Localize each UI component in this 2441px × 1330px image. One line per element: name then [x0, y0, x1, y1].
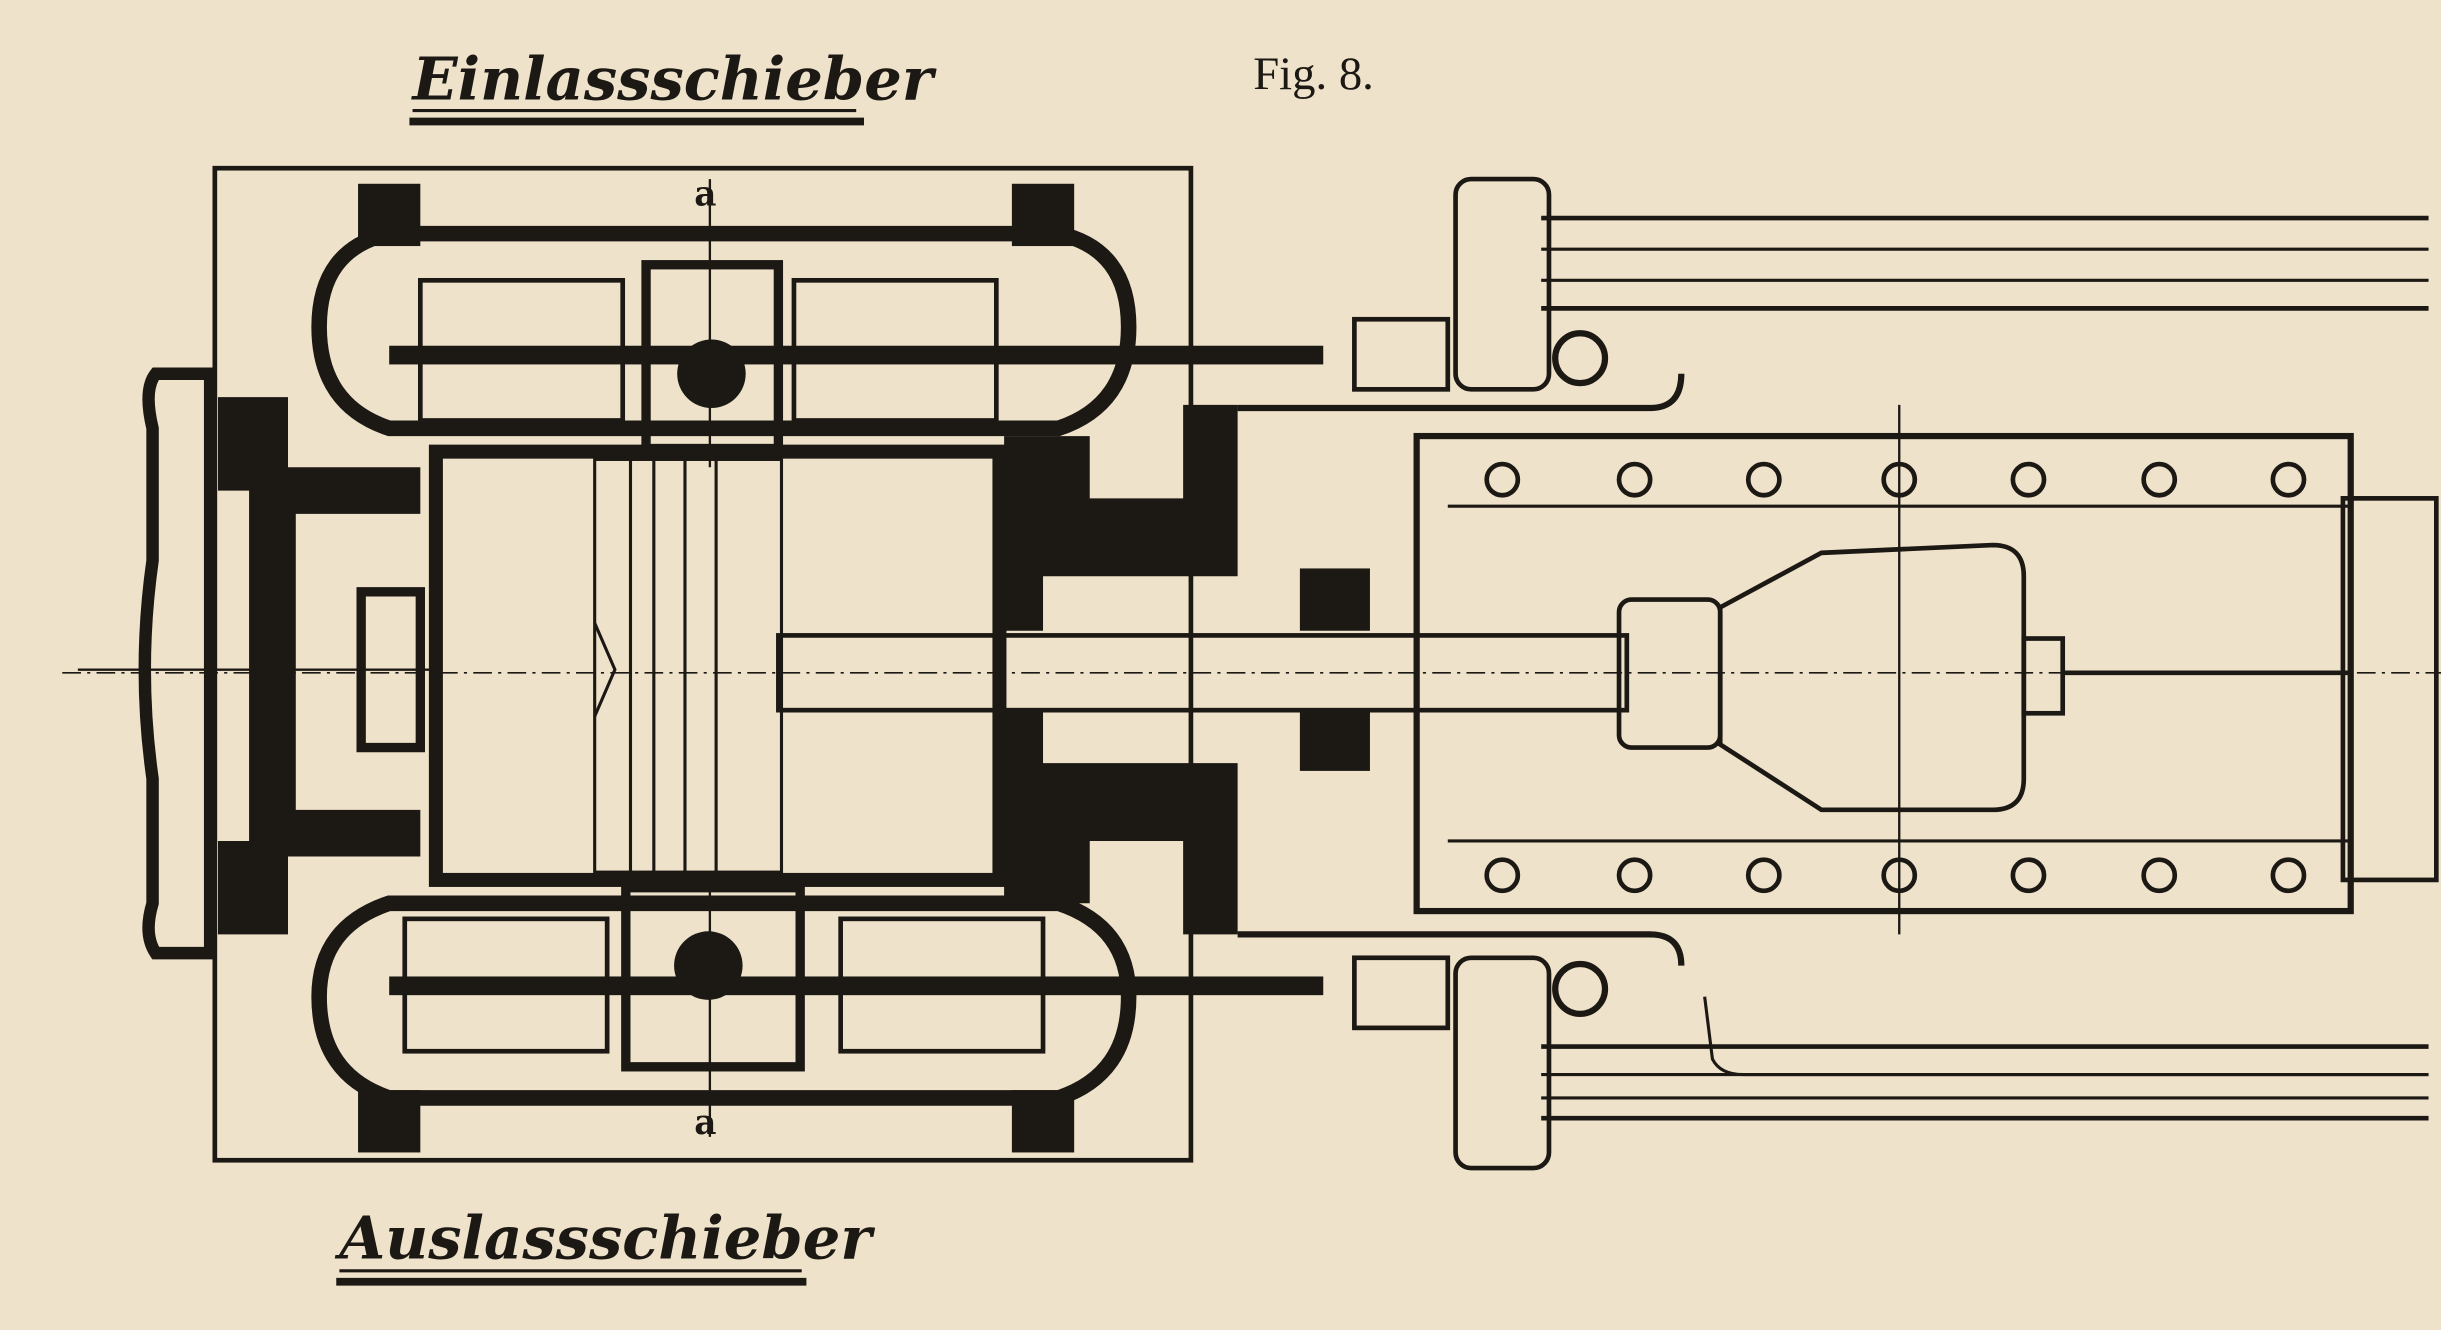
section-mark-bottom: a — [694, 1103, 716, 1143]
inlet-valve-label: Einlassschieber — [411, 44, 937, 114]
rear-cover — [1004, 404, 1238, 935]
valve-gear — [1352, 176, 2429, 1171]
gland-bottom — [1299, 708, 1370, 771]
inlet-valve-chest — [311, 179, 1324, 468]
figure-title: Fig. 8. — [1253, 48, 1374, 100]
outlet-valve-label: Auslassschieber — [334, 1202, 875, 1272]
piston-rod — [776, 633, 1630, 713]
piston — [593, 457, 784, 874]
guide-bolts — [1484, 461, 2307, 894]
outlet-valve-chest — [311, 872, 1324, 1153]
cylinder-front-cover — [77, 367, 436, 960]
gland-top — [1299, 568, 1370, 631]
crosshead — [1616, 496, 2439, 883]
section-mark-top: a — [694, 175, 716, 215]
crosshead-guides — [1237, 373, 2354, 966]
cylinder-bore — [428, 444, 1007, 887]
